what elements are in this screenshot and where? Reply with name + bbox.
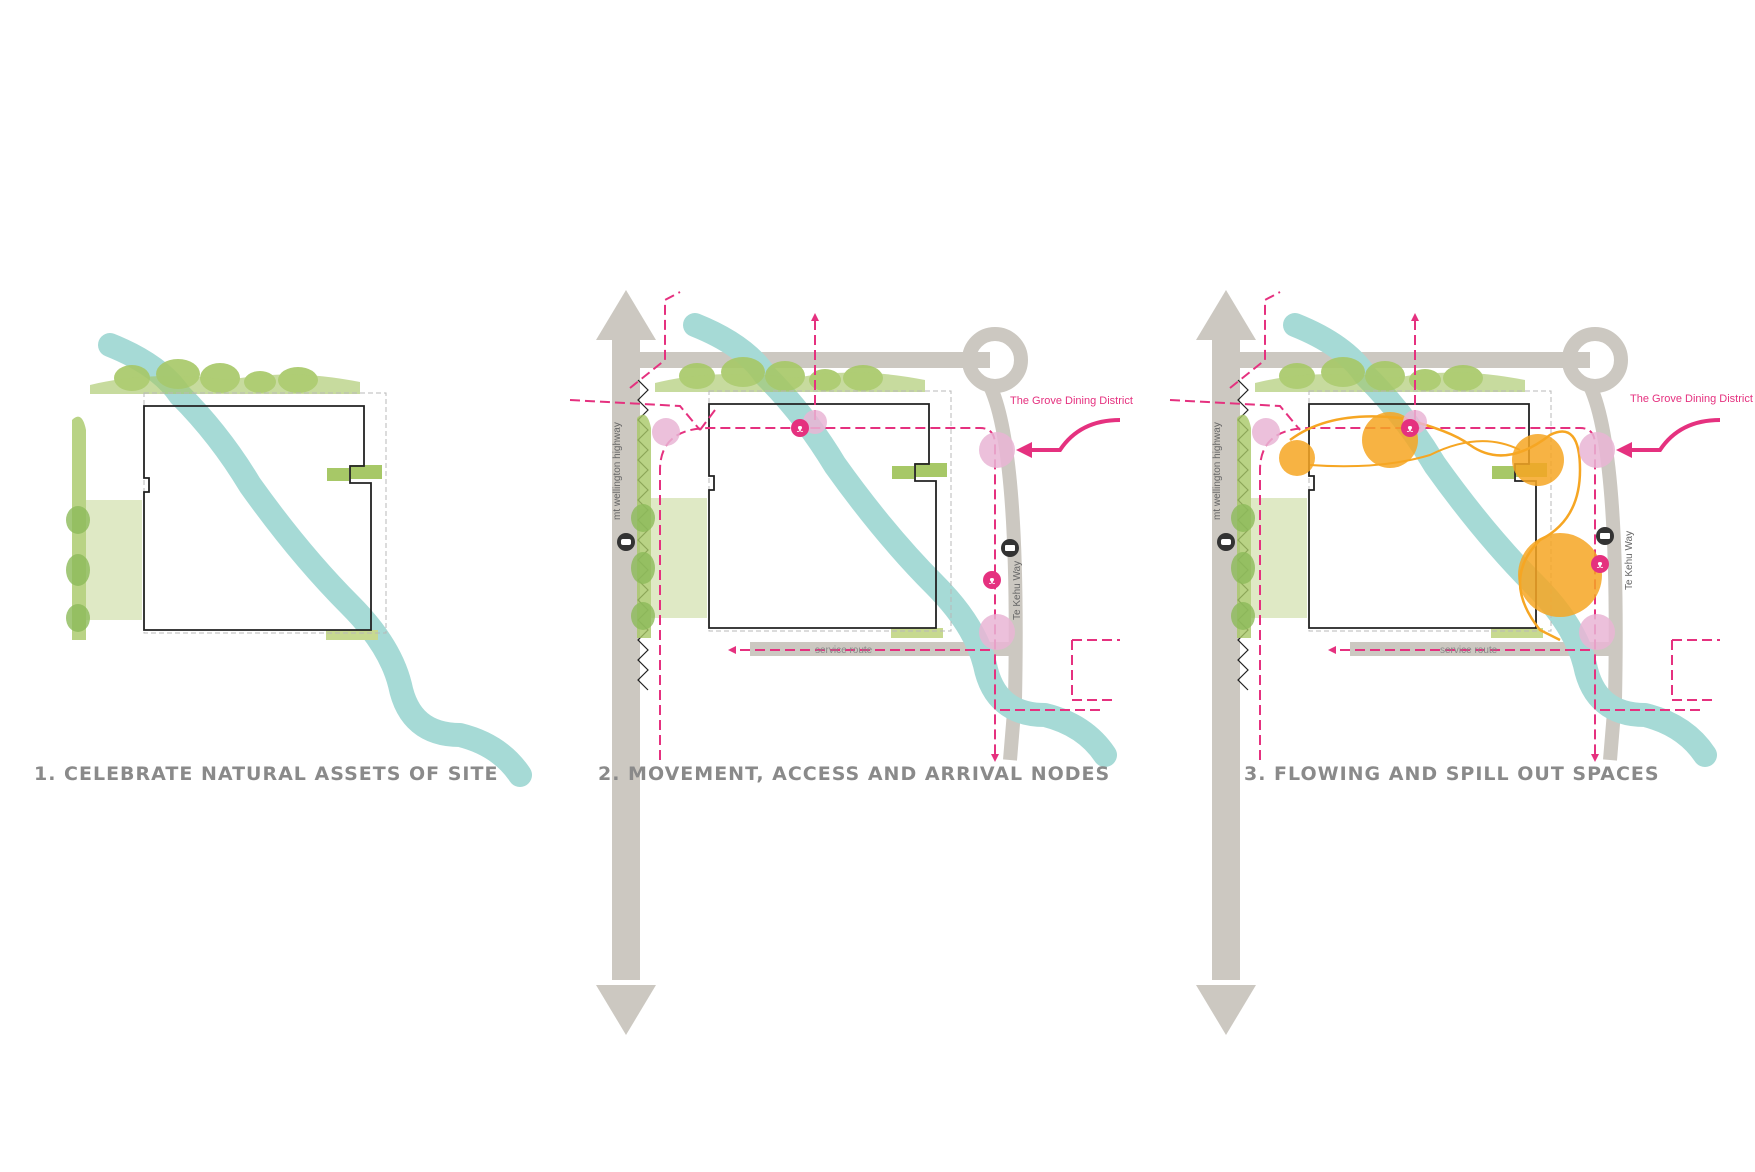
- spill-out-space: [1279, 440, 1315, 476]
- river: [110, 345, 520, 775]
- panel-3-spill-out: ᴥ ᴥ mt wellington highway Te Kehu Way se…: [1169, 290, 1753, 1035]
- panel-1-natural-assets: [65, 345, 520, 775]
- svg-text:ᴥ: ᴥ: [797, 423, 804, 435]
- svg-text:ᴥ: ᴥ: [1407, 423, 1414, 435]
- car-icon: [1217, 533, 1235, 551]
- svg-text:ᴥ: ᴥ: [989, 575, 996, 587]
- highway-arrow: [1196, 290, 1256, 1035]
- arrival-node: [979, 614, 1015, 650]
- pedestrian-icon: ᴥ: [791, 419, 809, 437]
- destination-label: The Grove Dining District: [1010, 395, 1133, 407]
- spill-out-space: [1518, 533, 1602, 617]
- service-vehicle-icon: [1001, 539, 1019, 557]
- service-route-label: service route: [1440, 645, 1498, 656]
- car-icon: [617, 533, 635, 551]
- destination-label: The Grove Dining District: [1630, 393, 1753, 405]
- panel-3-caption: 3. FLOWING AND SPILL OUT SPACES: [1244, 763, 1660, 785]
- highway-label: mt wellington highway: [612, 422, 623, 520]
- pedestrian-icon: ᴥ: [1591, 555, 1609, 573]
- panel-2-movement: ᴥ ᴥ mt wellington highway Te Kehu Way se…: [569, 290, 1133, 1035]
- service-route-label: service route: [815, 645, 873, 656]
- arrival-node: [652, 418, 680, 446]
- flow-line: [1289, 415, 1582, 642]
- spill-out-space: [1512, 434, 1564, 486]
- panel-2-caption: 2. MOVEMENT, ACCESS AND ARRIVAL NODES: [598, 763, 1111, 785]
- road-label: Te Kehu Way: [1624, 531, 1635, 590]
- arrival-node: [979, 432, 1015, 468]
- pedestrian-icon: ᴥ: [983, 571, 1001, 589]
- panel-1-caption: 1. CELEBRATE NATURAL ASSETS OF SITE: [34, 763, 499, 785]
- highway-label: mt wellington highway: [1212, 422, 1223, 520]
- service-vehicle-icon: [1596, 527, 1614, 545]
- svg-text:ᴥ: ᴥ: [1597, 559, 1604, 571]
- road-label: Te Kehu Way: [1012, 561, 1023, 620]
- pedestrian-icon: ᴥ: [1401, 419, 1419, 437]
- highway-arrow: [596, 290, 656, 1035]
- arrival-arrow: [1016, 418, 1121, 458]
